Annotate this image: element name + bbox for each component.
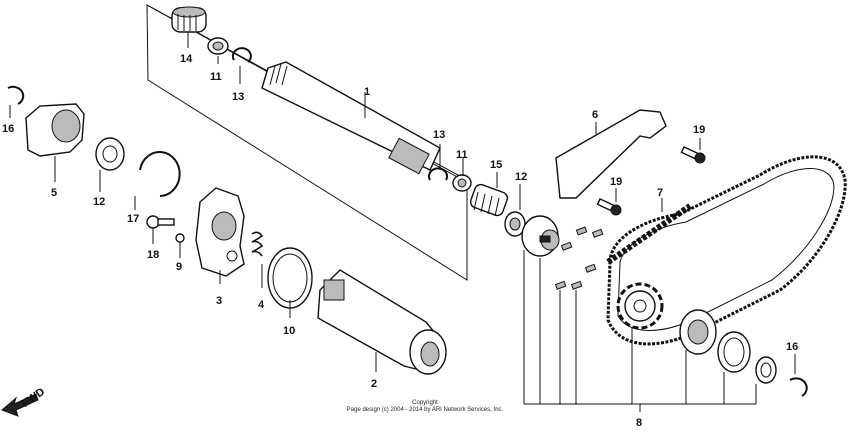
label-part-1: 1: [364, 86, 370, 98]
label-part-10: 10: [283, 325, 295, 337]
label-part-11-top: 11: [210, 71, 222, 83]
right-small-washer[interactable]: [755, 356, 777, 384]
label-part-13-top: 13: [232, 91, 244, 103]
label-part-5: 5: [51, 187, 57, 199]
part-3-plate[interactable]: [195, 187, 245, 284]
part-11-washer-top[interactable]: [207, 37, 229, 64]
copyright-line-2: Page design (c) 2004 - 2014 by ARI Netwo…: [346, 407, 504, 413]
part-13-circlip-top[interactable]: [231, 47, 252, 84]
part-16-circlip-left[interactable]: [7, 85, 25, 118]
part-6-chain-guide[interactable]: [555, 109, 667, 199]
label-part-16-left: 16: [2, 123, 14, 135]
part-19-bolt-upper[interactable]: [680, 138, 706, 164]
label-part-6: 6: [592, 109, 598, 121]
part-1-shaft[interactable]: [261, 61, 441, 175]
fwd-label: FWD: [20, 386, 47, 410]
part-18-bolt[interactable]: [146, 215, 175, 244]
drive-hub[interactable]: [521, 215, 560, 257]
label-part-13-mid: 13: [433, 129, 445, 141]
label-part-7: 7: [657, 187, 663, 199]
label-part-9: 9: [176, 261, 182, 273]
part-16-circlip-right[interactable]: [789, 354, 808, 397]
sprocket[interactable]: [616, 282, 664, 330]
part-9-washer[interactable]: [175, 233, 185, 258]
label-part-12-right: 12: [515, 171, 527, 183]
fwd-arrow-icon: [1, 393, 39, 417]
label-part-3: 3: [216, 295, 222, 307]
label-part-4: 4: [258, 299, 265, 311]
part-10-ring[interactable]: [267, 247, 313, 318]
right-washer[interactable]: [679, 309, 717, 355]
label-part-19-lower: 19: [610, 176, 622, 188]
fwd-indicator: FWD: [1, 386, 47, 417]
label-part-11-mid: 11: [456, 149, 468, 161]
label-part-19-upper: 19: [693, 124, 705, 136]
part-2-sleeve[interactable]: [317, 269, 447, 375]
label-part-18: 18: [147, 249, 159, 261]
label-part-12-left: 12: [93, 196, 105, 208]
right-ring[interactable]: [717, 331, 751, 373]
part-14-bearing[interactable]: [171, 6, 207, 48]
part-17-circlip[interactable]: [134, 151, 181, 210]
label-part-14: 14: [180, 53, 193, 65]
part-11-washer-mid[interactable]: [452, 158, 472, 192]
part-5-cam[interactable]: [25, 103, 85, 182]
label-part-15: 15: [490, 159, 502, 171]
copyright-block: Copyright Page design (c) 2004 - 2014 by…: [250, 400, 600, 414]
label-part-8: 8: [636, 417, 642, 429]
part-4-spring[interactable]: [251, 231, 264, 288]
part-8-leader-bracket: [523, 250, 757, 412]
part-15-needle-bearing[interactable]: [469, 172, 509, 217]
damper-rubbers[interactable]: [554, 226, 604, 290]
part-12-washer-left[interactable]: [95, 137, 125, 192]
part-12-washer[interactable]: [504, 184, 526, 237]
label-part-16-right: 16: [786, 341, 798, 353]
part-13-circlip-mid[interactable]: [428, 144, 448, 181]
label-part-2: 2: [371, 378, 377, 390]
copyright-line-1: Copyright: [412, 400, 438, 406]
part-19-bolt-lower[interactable]: [596, 188, 622, 216]
label-part-17: 17: [127, 213, 139, 225]
part-7-chain[interactable]: [606, 155, 847, 346]
